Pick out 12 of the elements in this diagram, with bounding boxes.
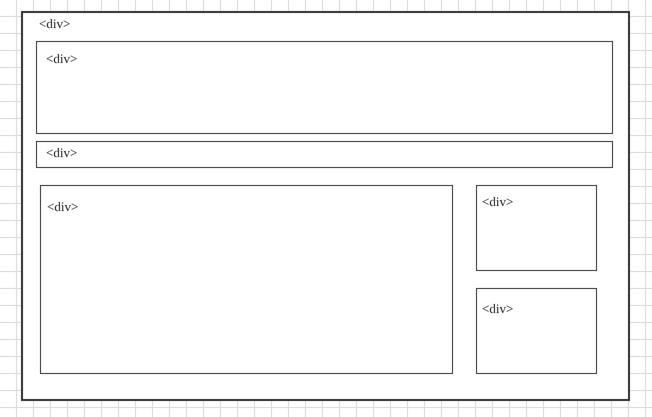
element-tag: <div> xyxy=(46,51,78,67)
element-tag: <div> xyxy=(482,194,514,210)
div-box xyxy=(36,41,613,134)
div-box xyxy=(476,288,597,374)
div-box xyxy=(21,11,630,401)
element-tag: <div> xyxy=(47,199,78,215)
div-box xyxy=(476,185,597,271)
element-tag: <div> xyxy=(39,16,70,32)
element-tag: <div> xyxy=(46,145,78,161)
element-tag: <div> xyxy=(482,301,514,317)
div-box xyxy=(36,141,613,168)
div-box xyxy=(40,185,453,374)
